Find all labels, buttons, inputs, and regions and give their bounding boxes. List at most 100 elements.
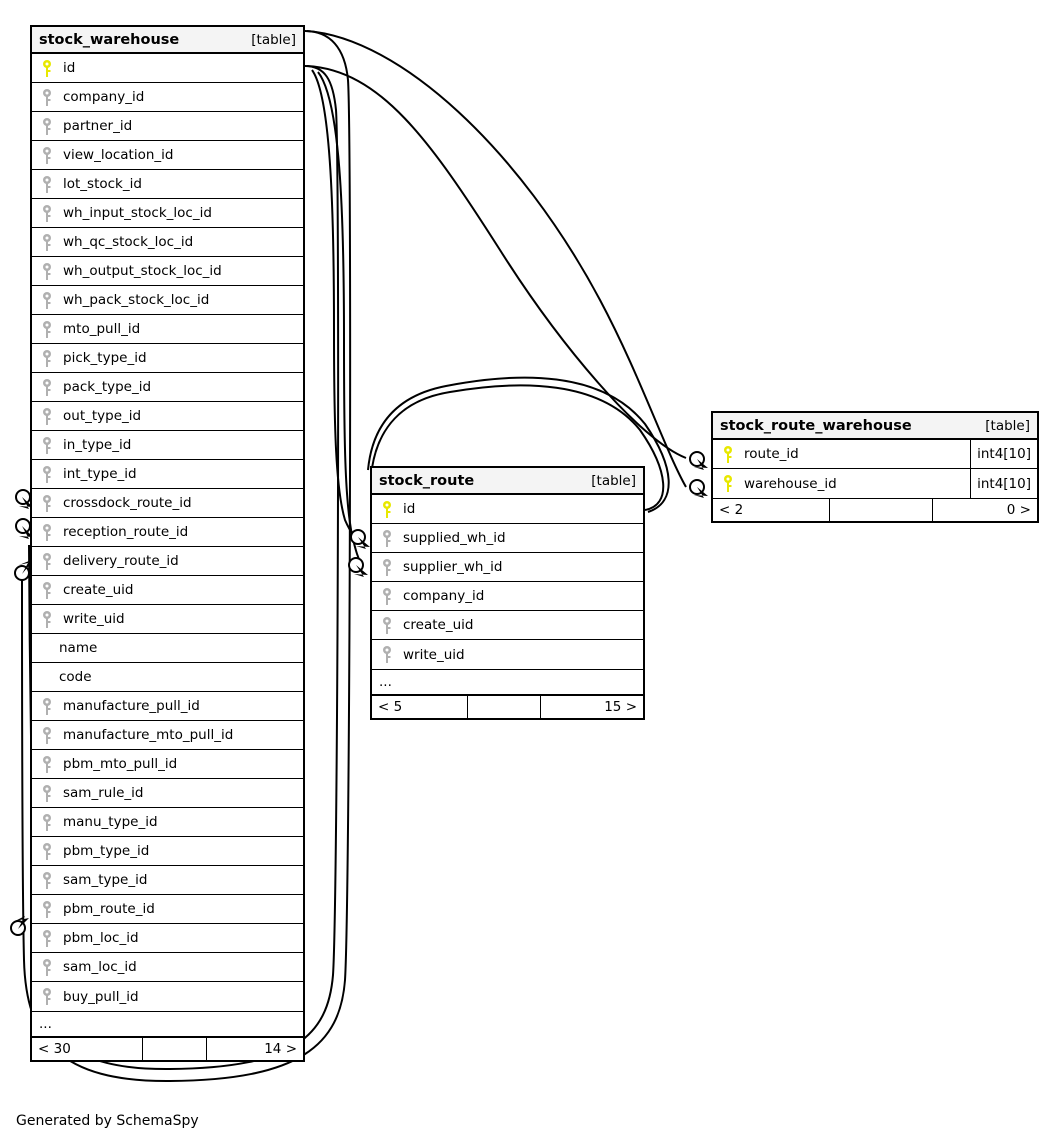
table-row[interactable]: pbm_route_id [32,895,303,924]
table-row[interactable]: wh_output_stock_loc_id [32,257,303,286]
table-row[interactable]: in_type_id [32,431,303,460]
edge-endpoint-circle [350,529,366,545]
column-name: supplier_wh_id [403,559,503,575]
table-row[interactable]: reception_route_id [32,518,303,547]
foreign-key-icon [32,842,58,860]
table-row[interactable]: delivery_route_id [32,547,303,576]
primary-key-icon [32,59,58,77]
table-row[interactable]: wh_pack_stock_loc_id [32,286,303,315]
table-footer: < 30 14 > [32,1037,303,1060]
column-name: sam_loc_id [63,959,137,975]
table-row[interactable]: sam_type_id [32,866,303,895]
table-row[interactable]: pack_type_id [32,373,303,402]
foreign-key-icon [32,929,58,947]
foreign-key-icon [32,581,58,599]
table-row[interactable]: route_id int4[10] [713,440,1037,469]
table-stock-route-warehouse[interactable]: stock_route_warehouse [table] route_id i… [711,411,1039,523]
table-columns: id supplied_wh_id supplier_wh_id company… [372,495,643,669]
column-name: in_type_id [63,437,132,453]
table-row[interactable]: create_uid [372,611,643,640]
more-columns-indicator: ... [32,1011,303,1037]
table-row[interactable]: wh_input_stock_loc_id [32,199,303,228]
table-row[interactable]: code [32,663,303,692]
table-row[interactable]: pbm_mto_pull_id [32,750,303,779]
footer-children-count[interactable]: 14 > [264,1041,297,1057]
foreign-key-icon [32,610,58,628]
foreign-key-icon [32,494,58,512]
foreign-key-icon [32,784,58,802]
table-row[interactable]: warehouse_id int4[10] [713,469,1037,498]
table-stock-route[interactable]: stock_route [table] id supplied_wh_id su… [370,466,645,720]
column-name: wh_input_stock_loc_id [63,205,212,221]
table-row[interactable]: manufacture_mto_pull_id [32,721,303,750]
table-type-tag: [table] [985,417,1030,434]
column-name: wh_qc_stock_loc_id [63,234,194,250]
footer-parents-count[interactable]: < 5 [378,699,403,715]
table-row[interactable]: manufacture_pull_id [32,692,303,721]
column-name: pbm_loc_id [63,930,139,946]
table-row[interactable]: supplied_wh_id [372,524,643,553]
crowfoot-arrow [694,487,708,498]
edge-warehouse-to-route-supplied [311,69,361,539]
table-columns: route_id int4[10] warehouse_id int4[10] [713,440,1037,498]
footer-parents-count[interactable]: < 2 [719,502,744,518]
column-name: sam_rule_id [63,785,144,801]
foreign-key-icon [372,616,398,634]
table-title: stock_route_warehouse [720,417,912,434]
foreign-key-icon [32,552,58,570]
edge-endpoint-circle [15,489,31,505]
table-row[interactable]: sam_rule_id [32,779,303,808]
footer-parents-count[interactable]: < 30 [38,1041,71,1057]
table-row[interactable]: lot_stock_id [32,170,303,199]
foreign-key-icon [32,204,58,222]
foreign-key-icon [372,646,398,663]
table-type-tag: [table] [251,31,296,48]
footer-children-count[interactable]: 0 > [1006,502,1031,518]
table-row[interactable]: pick_type_id [32,344,303,373]
table-row[interactable]: partner_id [32,112,303,141]
table-header: stock_route [table] [372,468,643,495]
column-name: int_type_id [63,466,137,482]
edge-endpoint-circle [348,557,364,573]
table-row[interactable]: mto_pull_id [32,315,303,344]
column-name: pbm_type_id [63,843,150,859]
table-row[interactable]: create_uid [32,576,303,605]
table-row[interactable]: sam_loc_id [32,953,303,982]
table-row[interactable]: company_id [32,83,303,112]
table-row[interactable]: int_type_id [32,460,303,489]
table-row[interactable]: id [32,54,303,83]
column-name: pick_type_id [63,350,147,366]
table-row[interactable]: crossdock_route_id [32,489,303,518]
table-row[interactable]: pbm_loc_id [32,924,303,953]
table-row[interactable]: write_uid [372,640,643,669]
table-stock-warehouse[interactable]: stock_warehouse [table] id company_id pa… [30,25,305,1062]
column-name: company_id [403,588,485,604]
table-row[interactable]: view_location_id [32,141,303,170]
foreign-key-icon [32,755,58,773]
footer-middle [142,1038,207,1060]
footer-middle [467,696,541,718]
table-row[interactable]: write_uid [32,605,303,634]
table-row[interactable]: id [372,495,643,524]
table-row[interactable]: supplier_wh_id [372,553,643,582]
crowfoot-arrow [15,916,29,929]
table-row[interactable]: pbm_type_id [32,837,303,866]
foreign-key-icon [32,523,58,541]
foreign-key-icon [372,587,398,605]
crowfoot-arrow [694,459,708,470]
column-name: manufacture_pull_id [63,698,200,714]
table-row[interactable]: wh_qc_stock_loc_id [32,228,303,257]
foreign-key-icon [32,88,58,106]
table-row[interactable]: name [32,634,303,663]
table-row[interactable]: company_id [372,582,643,611]
edge-endpoint-circle [689,479,705,495]
table-title: stock_route [379,472,475,489]
column-name: buy_pull_id [63,988,139,1005]
footer-children-count[interactable]: 15 > [604,699,637,715]
table-row[interactable]: manu_type_id [32,808,303,837]
edge-warehouse-id-to-srw-warehouse [306,30,687,488]
table-row[interactable]: out_type_id [32,402,303,431]
table-row[interactable]: buy_pull_id [32,982,303,1011]
foreign-key-icon [32,291,58,309]
foreign-key-icon [32,349,58,367]
